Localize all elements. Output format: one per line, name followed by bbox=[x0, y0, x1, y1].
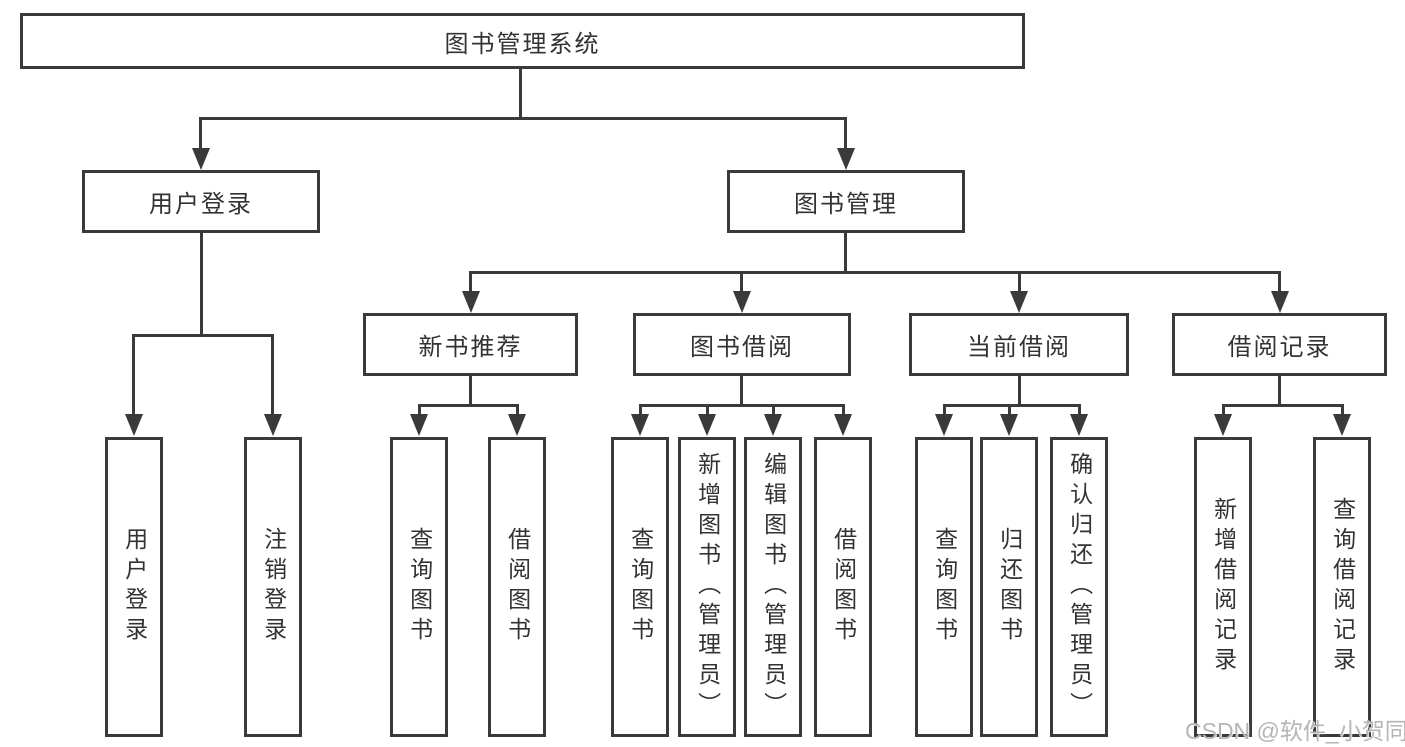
arrow-down-icon bbox=[935, 414, 953, 436]
leaf-confirm-return-admin: 确认归还（管理员） bbox=[1050, 437, 1108, 737]
arrow-down-icon bbox=[764, 414, 782, 436]
connector-line bbox=[842, 404, 845, 416]
leaf-logout-label: 注销登录 bbox=[260, 527, 287, 647]
leaf-return-book: 归还图书 bbox=[980, 437, 1038, 737]
arrow-down-icon bbox=[1000, 414, 1018, 436]
leaf-borrow-books-label: 借阅图书 bbox=[830, 527, 857, 647]
connector-line bbox=[1018, 376, 1021, 406]
leaf-add-book-admin-label: 新增图书（管理员） bbox=[694, 452, 721, 722]
connector-line bbox=[200, 233, 203, 337]
leaf-query-books-current-label: 查询图书 bbox=[931, 527, 958, 647]
connector-line bbox=[1278, 271, 1281, 293]
node-book-management: 图书管理 bbox=[727, 170, 965, 233]
connector-line bbox=[943, 404, 1081, 407]
leaf-add-borrow-record: 新增借阅记录 bbox=[1194, 437, 1252, 737]
leaf-query-borrow-record: 查询借阅记录 bbox=[1313, 437, 1371, 737]
connector-line bbox=[516, 404, 519, 416]
arrow-down-icon bbox=[125, 414, 143, 436]
arrow-down-icon bbox=[1010, 291, 1028, 313]
arrow-down-icon bbox=[192, 148, 210, 170]
connector-line bbox=[1222, 404, 1344, 407]
node-book-borrow-label: 图书借阅 bbox=[690, 334, 794, 361]
connector-line bbox=[943, 404, 946, 416]
node-new-book-recommend-label: 新书推荐 bbox=[418, 334, 523, 361]
node-borrow-records-label: 借阅记录 bbox=[1227, 334, 1332, 361]
connector-line bbox=[469, 271, 1281, 274]
arrow-down-icon bbox=[264, 414, 282, 436]
leaf-logout: 注销登录 bbox=[244, 437, 302, 737]
node-book-management-label: 图书管理 bbox=[794, 191, 898, 218]
connector-line bbox=[469, 271, 472, 293]
leaf-query-books-borrow-label: 查询图书 bbox=[627, 527, 654, 647]
arrow-down-icon bbox=[1271, 291, 1289, 313]
leaf-add-borrow-record-label: 新增借阅记录 bbox=[1210, 497, 1237, 677]
connector-line bbox=[844, 117, 847, 150]
arrow-down-icon bbox=[462, 291, 480, 313]
leaf-return-book-label: 归还图书 bbox=[996, 527, 1023, 647]
connector-line bbox=[1078, 404, 1081, 416]
arrow-down-icon bbox=[631, 414, 649, 436]
node-current-borrow: 当前借阅 bbox=[909, 313, 1129, 376]
connector-line bbox=[1008, 404, 1011, 416]
connector-line bbox=[271, 334, 274, 416]
node-current-borrow-label: 当前借阅 bbox=[967, 334, 1071, 361]
leaf-add-book-admin: 新增图书（管理员） bbox=[678, 437, 736, 737]
arrow-down-icon bbox=[1214, 414, 1232, 436]
leaf-edit-book-admin: 编辑图书（管理员） bbox=[744, 437, 802, 737]
leaf-query-books-current: 查询图书 bbox=[915, 437, 973, 737]
arrow-down-icon bbox=[834, 414, 852, 436]
arrow-down-icon bbox=[837, 148, 855, 170]
leaf-query-books-recommend: 查询图书 bbox=[390, 437, 448, 737]
connector-line bbox=[740, 271, 743, 293]
node-borrow-records: 借阅记录 bbox=[1172, 313, 1387, 376]
leaf-query-borrow-record-label: 查询借阅记录 bbox=[1329, 497, 1356, 677]
leaf-borrow-books-recommend: 借阅图书 bbox=[488, 437, 546, 737]
connector-line bbox=[639, 404, 642, 416]
connector-line bbox=[132, 334, 135, 416]
connector-line bbox=[199, 117, 847, 120]
node-library-system-label: 图书管理系统 bbox=[444, 30, 601, 58]
node-book-borrow: 图书借阅 bbox=[633, 313, 851, 376]
node-new-book-recommend: 新书推荐 bbox=[363, 313, 578, 376]
arrow-down-icon bbox=[1333, 414, 1351, 436]
leaf-borrow-books-recommend-label: 借阅图书 bbox=[504, 527, 531, 647]
connector-line bbox=[469, 376, 472, 406]
connector-line bbox=[706, 404, 709, 416]
connector-line bbox=[639, 404, 845, 407]
arrow-down-icon bbox=[410, 414, 428, 436]
node-user-login-label: 用户登录 bbox=[149, 191, 253, 218]
connector-line bbox=[418, 404, 519, 407]
connector-line bbox=[1341, 404, 1344, 416]
csdn-watermark: CSDN @软件_小贺同学 bbox=[1185, 718, 1405, 744]
connector-line bbox=[418, 404, 421, 416]
connector-line bbox=[1018, 271, 1021, 293]
connector-line bbox=[740, 376, 743, 406]
leaf-borrow-books: 借阅图书 bbox=[814, 437, 872, 737]
connector-line bbox=[133, 334, 274, 337]
leaf-user-login-label: 用户登录 bbox=[121, 527, 148, 647]
arrow-down-icon bbox=[733, 291, 751, 313]
arrow-down-icon bbox=[1070, 414, 1088, 436]
connector-line bbox=[199, 117, 202, 150]
leaf-confirm-return-admin-label: 确认归还（管理员） bbox=[1066, 452, 1093, 722]
connector-line bbox=[844, 233, 847, 273]
leaf-user-login: 用户登录 bbox=[105, 437, 163, 737]
node-user-login: 用户登录 bbox=[82, 170, 320, 233]
arrow-down-icon bbox=[698, 414, 716, 436]
connector-line bbox=[519, 69, 522, 119]
leaf-query-books-recommend-label: 查询图书 bbox=[406, 527, 433, 647]
connector-line bbox=[1278, 376, 1281, 406]
node-library-system: 图书管理系统 bbox=[20, 13, 1025, 69]
arrow-down-icon bbox=[508, 414, 526, 436]
connector-line bbox=[772, 404, 775, 416]
connector-line bbox=[1222, 404, 1225, 416]
leaf-edit-book-admin-label: 编辑图书（管理员） bbox=[760, 452, 787, 722]
leaf-query-books-borrow: 查询图书 bbox=[611, 437, 669, 737]
